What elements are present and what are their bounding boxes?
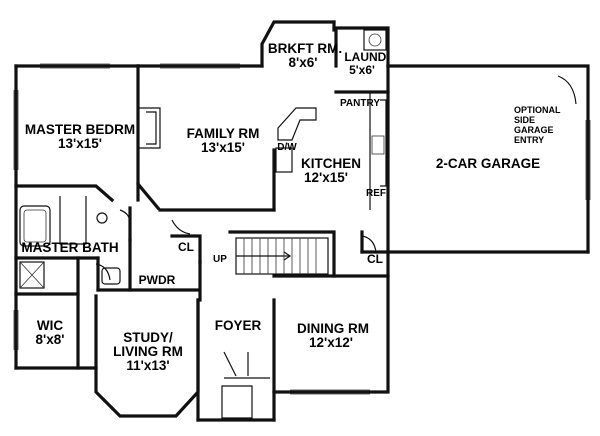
label-brkft-rm-size: 8'x6' xyxy=(289,55,318,70)
label-pantry: PANTRY xyxy=(340,98,380,109)
interior-walls xyxy=(14,28,390,370)
label-study-size: 11'x13' xyxy=(126,358,169,373)
label-garage-note-line: OPTIONAL xyxy=(514,105,561,115)
label-study: STUDY/ xyxy=(123,330,173,345)
label-master-bedroom-size: 13'x15' xyxy=(58,136,102,151)
label-brkft-rm: BRKFT RM. xyxy=(268,41,342,56)
label-dishwasher: D/W xyxy=(277,142,297,153)
label-kitchen-size: 12'x15' xyxy=(304,170,348,185)
label-powder-room: PWDR xyxy=(139,273,176,287)
label-wic: WIC xyxy=(37,318,63,333)
label-garage: 2-CAR GARAGE xyxy=(436,156,540,171)
label-closet: CL xyxy=(367,252,383,266)
label-family-room-size: 13'x15' xyxy=(201,140,245,155)
label-refrigerator: REF xyxy=(366,188,386,199)
label-laundry-size: 5'x6' xyxy=(349,63,375,77)
label-wic-size: 8'x8' xyxy=(36,332,65,347)
label-laundry: LAUND. xyxy=(344,50,389,64)
label-garage-note-line: SIDE xyxy=(514,115,535,125)
label-stairs-up: UP xyxy=(213,254,227,265)
label-dining-room-size: 12'x12' xyxy=(309,335,353,350)
fixtures xyxy=(13,29,591,419)
garage-note: OPTIONAL SIDE GARAGE ENTRY xyxy=(514,105,561,145)
exterior-walls xyxy=(14,20,590,422)
label-garage-note-line: ENTRY xyxy=(514,135,544,145)
label-master-bath: MASTER BATH xyxy=(21,240,118,255)
label-master-bedroom: MASTER BEDRM xyxy=(25,122,135,137)
label-kitchen: KITCHEN xyxy=(301,156,361,171)
label-closet: CL xyxy=(178,240,194,254)
label-dining-room: DINING RM xyxy=(297,321,369,336)
room-labels: BRKFT RM. 8'x6' LAUND. 5'x6' PANTRY MAST… xyxy=(21,41,561,373)
stairs xyxy=(235,237,329,275)
label-living-room: LIVING RM xyxy=(113,344,183,359)
label-family-room: FAMILY RM xyxy=(187,126,260,141)
label-foyer: FOYER xyxy=(215,318,262,333)
label-garage-note-line: GARAGE xyxy=(514,125,554,135)
